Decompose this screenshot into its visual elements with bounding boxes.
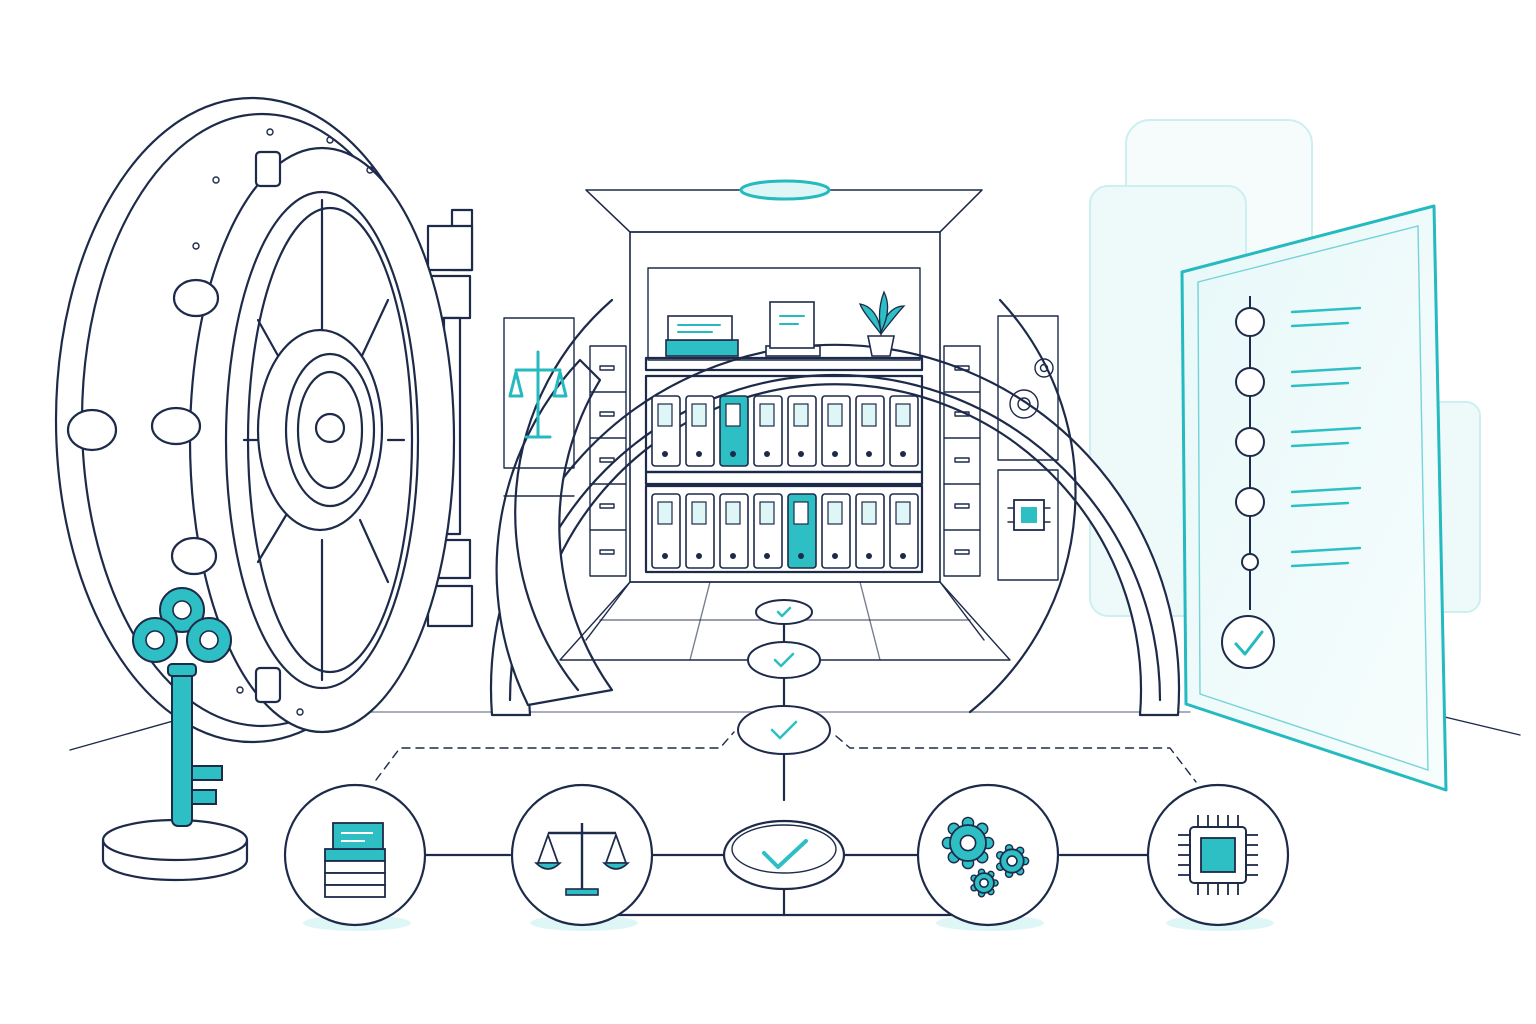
binder <box>651 493 681 569</box>
gears-icon <box>1009 358 1054 419</box>
binder <box>753 395 783 467</box>
binder <box>719 493 749 569</box>
check-circle-icon <box>1221 615 1275 669</box>
balance-scale-icon <box>508 350 568 439</box>
binder <box>889 493 919 569</box>
vault-door <box>54 96 456 744</box>
document-stack-icon <box>324 822 386 898</box>
binder <box>753 493 783 569</box>
potted-plant-icon <box>859 290 906 357</box>
checkpoint <box>737 705 831 755</box>
checkpoint <box>755 599 813 625</box>
left-wall-drawers <box>503 317 627 577</box>
chip-icon <box>1007 499 1051 531</box>
right-wall-drawers <box>943 315 1059 581</box>
binder <box>855 493 885 569</box>
binder <box>855 395 885 467</box>
flow-node-compliance <box>510 783 654 931</box>
document-stack-icon <box>665 315 739 357</box>
ornate-key-icon <box>101 587 249 882</box>
flow-node-hardware <box>1146 783 1290 931</box>
binder <box>821 395 851 467</box>
flow-nodes <box>283 783 1290 931</box>
gears-icon <box>941 816 1030 898</box>
binder <box>787 395 817 467</box>
flow-node-automation <box>916 783 1060 931</box>
binders-bottom-row <box>651 493 919 569</box>
binder <box>821 493 851 569</box>
path-checkpoints <box>737 599 831 755</box>
checklist-step <box>1235 306 1362 337</box>
binder <box>685 395 715 467</box>
flow-node-records <box>283 783 427 931</box>
checklist-panel <box>1180 204 1448 792</box>
checklist-step <box>1235 426 1362 457</box>
checklist-step <box>1241 546 1362 571</box>
flow-node-verified <box>722 819 846 891</box>
binder <box>651 395 681 467</box>
checklist-step <box>1235 486 1362 517</box>
binders-top-row <box>651 395 919 467</box>
checklist-step <box>1235 366 1362 397</box>
binder <box>787 493 817 569</box>
balance-scale-icon <box>534 823 630 896</box>
check-icon <box>762 839 808 869</box>
ceiling-light <box>739 179 831 201</box>
document-frame-icon <box>765 301 821 357</box>
chip-icon <box>1178 815 1258 895</box>
binder <box>685 493 715 569</box>
binder <box>719 395 749 467</box>
checklist-steps <box>1235 306 1362 571</box>
vault-room <box>503 179 1059 661</box>
checkpoint <box>747 641 821 679</box>
binder <box>889 395 919 467</box>
